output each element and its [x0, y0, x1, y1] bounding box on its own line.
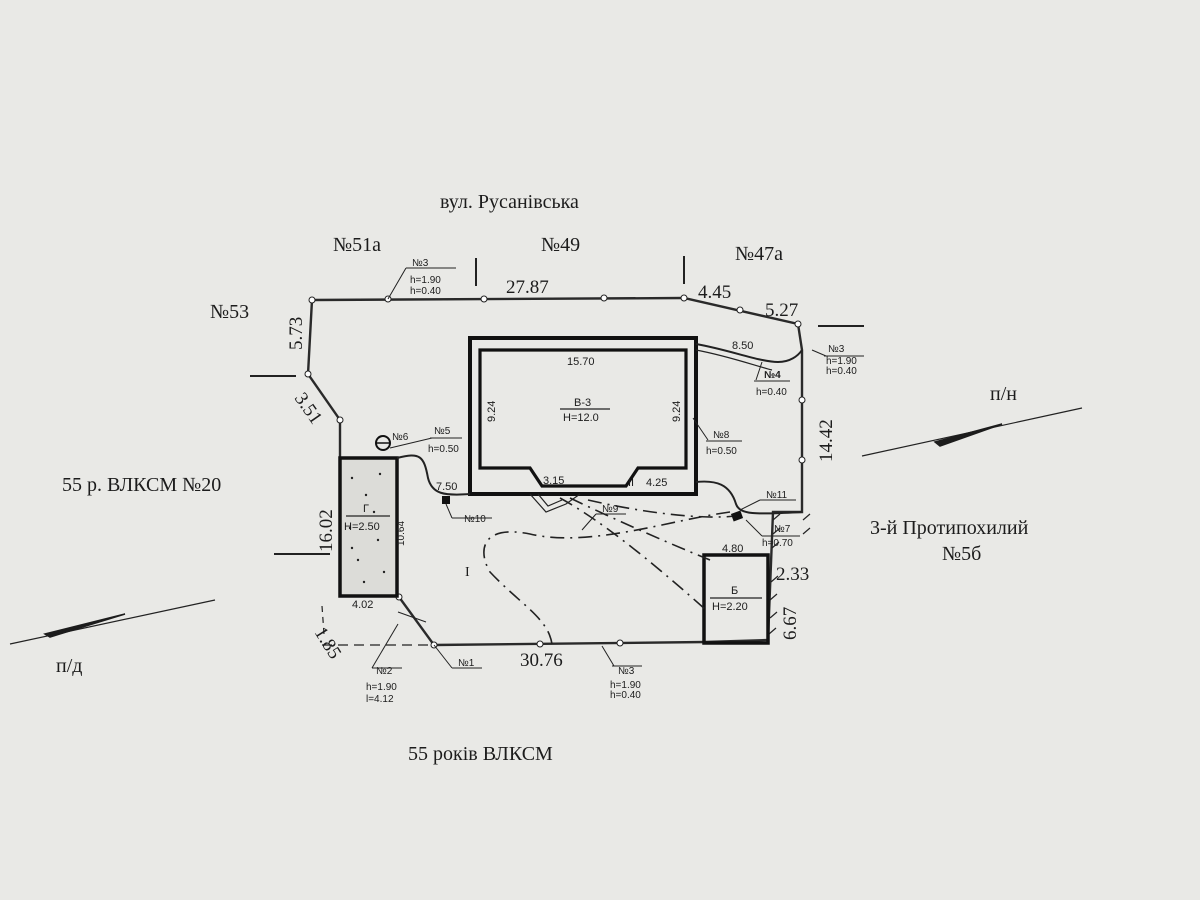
- feature-8-label: №8: [713, 430, 730, 441]
- building-v3-floor-mark: II: [628, 477, 634, 489]
- feature-7-label: №7: [774, 524, 791, 535]
- compass-ne-label: п/н: [990, 383, 1017, 405]
- building-g-height: Н=2.50: [344, 521, 380, 533]
- feature-11-label: №11: [766, 490, 788, 501]
- neighbor-51a-label: №51а: [333, 234, 381, 256]
- driveway-dashed-inner-2: [569, 497, 711, 561]
- driveway-dashed-outer: [483, 511, 731, 645]
- neighbor-47a-label: №47а: [735, 243, 783, 265]
- building-b-height: Н=2.20: [712, 601, 748, 613]
- feature-4-label: №4: [764, 370, 781, 381]
- building-v3-height: Н=12.0: [563, 412, 599, 424]
- dimension-south: 30.76: [520, 650, 563, 671]
- building-v3-top-dimension: 15.70: [567, 356, 595, 368]
- neighbor-boundary-ticks: [250, 256, 864, 555]
- compass-arrow-sw: [9, 599, 216, 645]
- feature-5-h: h=0.50: [428, 444, 459, 455]
- dimension-west-top: 5.73: [286, 317, 307, 350]
- walkway-length-7-50: 7.50: [436, 481, 457, 493]
- building-b-label: Б: [731, 585, 738, 597]
- feature-3-south-label: №3: [618, 666, 635, 677]
- feature-5-label: №5: [434, 426, 451, 437]
- feature-6-label: №6: [392, 432, 409, 443]
- building-b-top-dimension: 4.80: [722, 543, 743, 555]
- retaining-wall-hatching: [768, 513, 811, 635]
- street-north-label: вул. Русанівська: [440, 191, 579, 213]
- feature-2-l: l=4.12: [366, 694, 394, 705]
- building-g-side-dimension: 10.64: [396, 521, 407, 546]
- fence-nodes: [304, 294, 806, 649]
- feature-10-marker: [442, 496, 450, 504]
- neighbor-east-label-line1: 3-й Протипохилий: [870, 517, 1029, 539]
- building-v3: [468, 336, 698, 496]
- walkway-length-8-50: 8.50: [732, 340, 753, 352]
- feature-7-h: h=0.70: [762, 538, 793, 549]
- building-v3-notch-dimension: 3.15: [543, 475, 564, 487]
- dimension-west-long: 16.02: [316, 509, 337, 552]
- feature-3-east-h: h=1.90: [826, 356, 857, 367]
- feature-11-marker: [730, 510, 744, 522]
- feature-3-east-h2: h=0.40: [826, 366, 857, 377]
- building-v3-label: В-3: [574, 397, 591, 409]
- street-south-label: 55 років ВЛКСМ: [408, 743, 553, 765]
- feature-10-label: №10: [464, 514, 486, 525]
- building-g-label: Г: [363, 503, 369, 515]
- walkway-west: [396, 454, 471, 496]
- walkway-northeast-upper: [695, 343, 803, 364]
- feature-2-label: №2: [376, 666, 393, 677]
- building-v3-left-dimension: 9.24: [486, 401, 498, 422]
- dimension-northeast-1: 4.45: [698, 282, 731, 303]
- feature-4-h: h=0.40: [756, 387, 787, 398]
- feature-3-north-h: h=1.90: [410, 275, 441, 286]
- feature-3-south-h2: h=0.40: [610, 690, 641, 701]
- walkway-east: [695, 480, 803, 515]
- southwest-dashed-line: [321, 605, 325, 635]
- neighbor-49-label: №49: [541, 234, 580, 256]
- dimension-east-b1: 2.33: [776, 564, 809, 585]
- building-v3-bottom-right-dimension: 4.25: [646, 477, 667, 489]
- neighbor-53-label: №53: [210, 301, 249, 323]
- feature-3-south-h: h=1.90: [610, 680, 641, 691]
- feature-2-h: h=1.90: [366, 682, 397, 693]
- leader-lines: [371, 267, 864, 669]
- dimension-east: 14.42: [816, 419, 837, 462]
- building-g-bottom-dimension: 4.02: [352, 599, 373, 611]
- building-b: [702, 553, 770, 645]
- walkway-northeast-lower: [695, 349, 773, 371]
- feature-9-label: №9: [602, 504, 619, 515]
- compass-sw-label: п/д: [56, 655, 82, 677]
- feature-3-north-label: №3: [412, 258, 429, 269]
- neighbor-east-label-line2: №5б: [942, 543, 981, 565]
- dimension-northeast-2: 5.27: [765, 300, 798, 321]
- yard-label: I: [465, 565, 470, 580]
- feature-3-north-h2: h=0.40: [410, 286, 441, 297]
- building-v3-right-dimension: 9.24: [671, 401, 683, 422]
- feature-8-h: h=0.50: [706, 446, 737, 457]
- feature-1-label: №1: [458, 658, 475, 669]
- dimension-north: 27.87: [506, 277, 549, 298]
- neighbor-west-label: 55 р. ВЛКСМ №20: [62, 474, 221, 496]
- building-g: [338, 456, 399, 598]
- compass-arrow-ne: [861, 407, 1083, 457]
- dimension-east-b2: 6.67: [780, 607, 801, 640]
- feature-3-east-label: №3: [828, 344, 845, 355]
